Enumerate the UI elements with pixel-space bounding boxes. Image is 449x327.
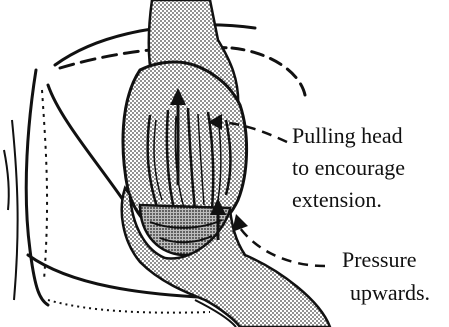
annotation-line: extension. [292, 187, 382, 212]
leader-arrow-pressure [232, 214, 248, 232]
annotation-pulling-head: Pulling head to encourage extension. [292, 123, 411, 212]
annotation-pressure-upwards: Pressure upwards. [342, 247, 430, 305]
annotation-line: to encourage [292, 155, 405, 180]
annotation-line: upwards. [350, 280, 430, 305]
annotation-line: Pressure [342, 247, 417, 272]
annotation-line: Pulling head [292, 123, 403, 148]
